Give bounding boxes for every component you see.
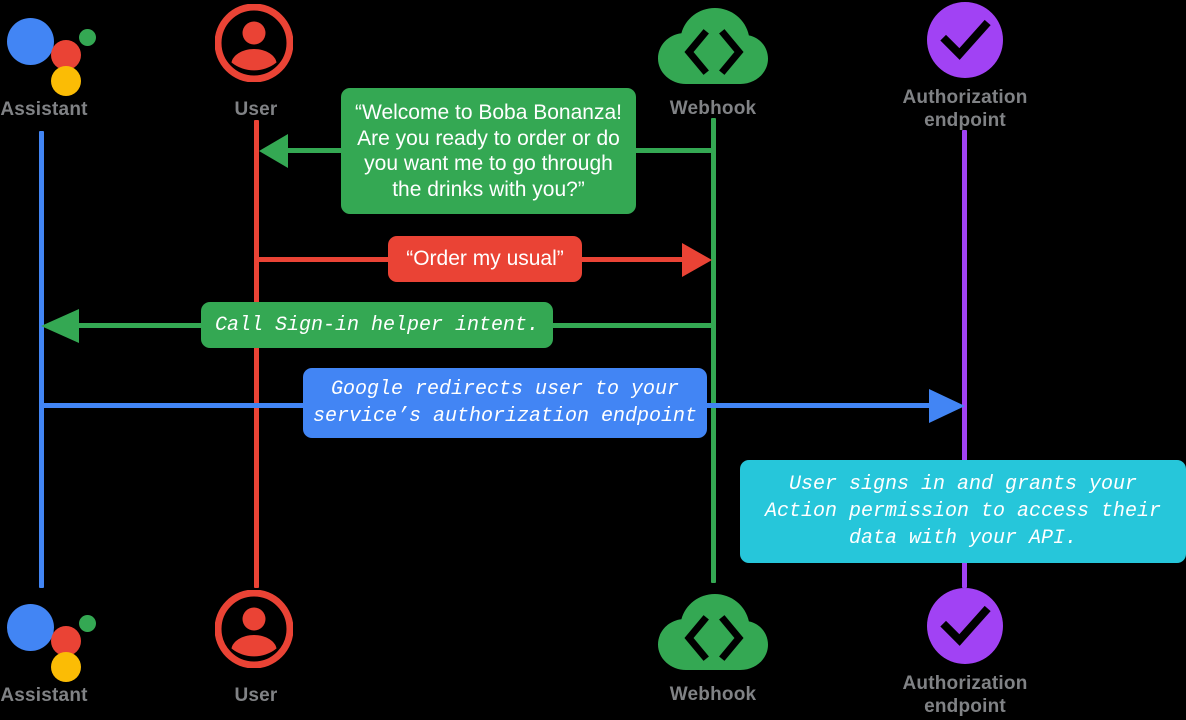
- message-arrow-welcome-head: [259, 134, 288, 168]
- message-arrow-redirect-shaft: [39, 403, 309, 408]
- lifeline-webhook: [711, 118, 716, 583]
- assistant-dot-yellow-bottom: [51, 652, 81, 682]
- assistant-dot-green: [79, 29, 96, 46]
- assistant-dot-green-bottom: [79, 615, 96, 632]
- cloud-code-icon: [658, 8, 768, 88]
- lifeline-user: [254, 120, 259, 588]
- lifeline-assistant: [39, 131, 44, 588]
- message-arrow-redirect-tail: [703, 403, 931, 408]
- message-text-redirect: Google redirects user to your service’s …: [312, 378, 698, 428]
- actor-label-authorization-top: Authorization endpoint: [902, 87, 1028, 131]
- google-assistant-icon: [5, 10, 96, 96]
- assistant-dot-yellow: [51, 66, 81, 96]
- message-arrow-signin-head: [41, 309, 79, 343]
- actor-label-assistant-top: Assistant: [0, 99, 88, 120]
- message-box-redirect: Google redirects user to your service’s …: [303, 368, 707, 438]
- actor-label-authorization-bottom: Authorization endpoint: [902, 673, 1028, 717]
- message-arrow-order-shaft: [254, 257, 394, 262]
- assistant-dot-blue: [7, 18, 54, 65]
- message-box-welcome: “Welcome to Boba Bonanza! Are you ready …: [341, 88, 636, 214]
- message-text-welcome: “Welcome to Boba Bonanza! Are you ready …: [355, 101, 622, 201]
- message-box-signin: Call Sign-in helper intent.: [201, 302, 553, 348]
- message-arrow-signin-shaft: [549, 323, 714, 328]
- message-arrow-order-tail: [578, 257, 685, 262]
- message-box-order: “Order my usual”: [388, 236, 582, 282]
- user-avatar-icon-bottom: [214, 589, 294, 669]
- actor-label-user-bottom: User: [234, 685, 278, 706]
- message-arrow-welcome-tail: [286, 148, 344, 153]
- assistant-dot-blue-bottom: [7, 604, 54, 651]
- message-arrow-signin-tail: [78, 323, 204, 328]
- message-text-user-signs-in: User signs in and grants your Action per…: [764, 473, 1162, 550]
- actor-label-webhook-top: Webhook: [669, 98, 757, 119]
- message-arrow-redirect-head: [929, 389, 965, 423]
- message-arrow-order-head: [682, 243, 712, 277]
- lifeline-authorization: [962, 130, 967, 588]
- actor-label-webhook-bottom: Webhook: [669, 684, 757, 705]
- assistant-dot-red: [51, 40, 81, 70]
- message-box-user-signs-in: User signs in and grants your Action per…: [740, 460, 1186, 563]
- cloud-code-icon-bottom: [658, 594, 768, 674]
- assistant-dot-red-bottom: [51, 626, 81, 656]
- purple-check-circle-icon-bottom: [927, 588, 1003, 664]
- actor-label-assistant-bottom: Assistant: [0, 685, 88, 706]
- message-arrow-welcome-shaft: [636, 148, 714, 153]
- message-text-order: “Order my usual”: [406, 247, 564, 271]
- actor-label-user-top: User: [234, 99, 278, 120]
- message-text-signin: Call Sign-in helper intent.: [214, 313, 540, 337]
- purple-check-circle-icon: [927, 2, 1003, 78]
- user-avatar-icon: [214, 3, 294, 83]
- google-assistant-icon-bottom: [5, 596, 96, 682]
